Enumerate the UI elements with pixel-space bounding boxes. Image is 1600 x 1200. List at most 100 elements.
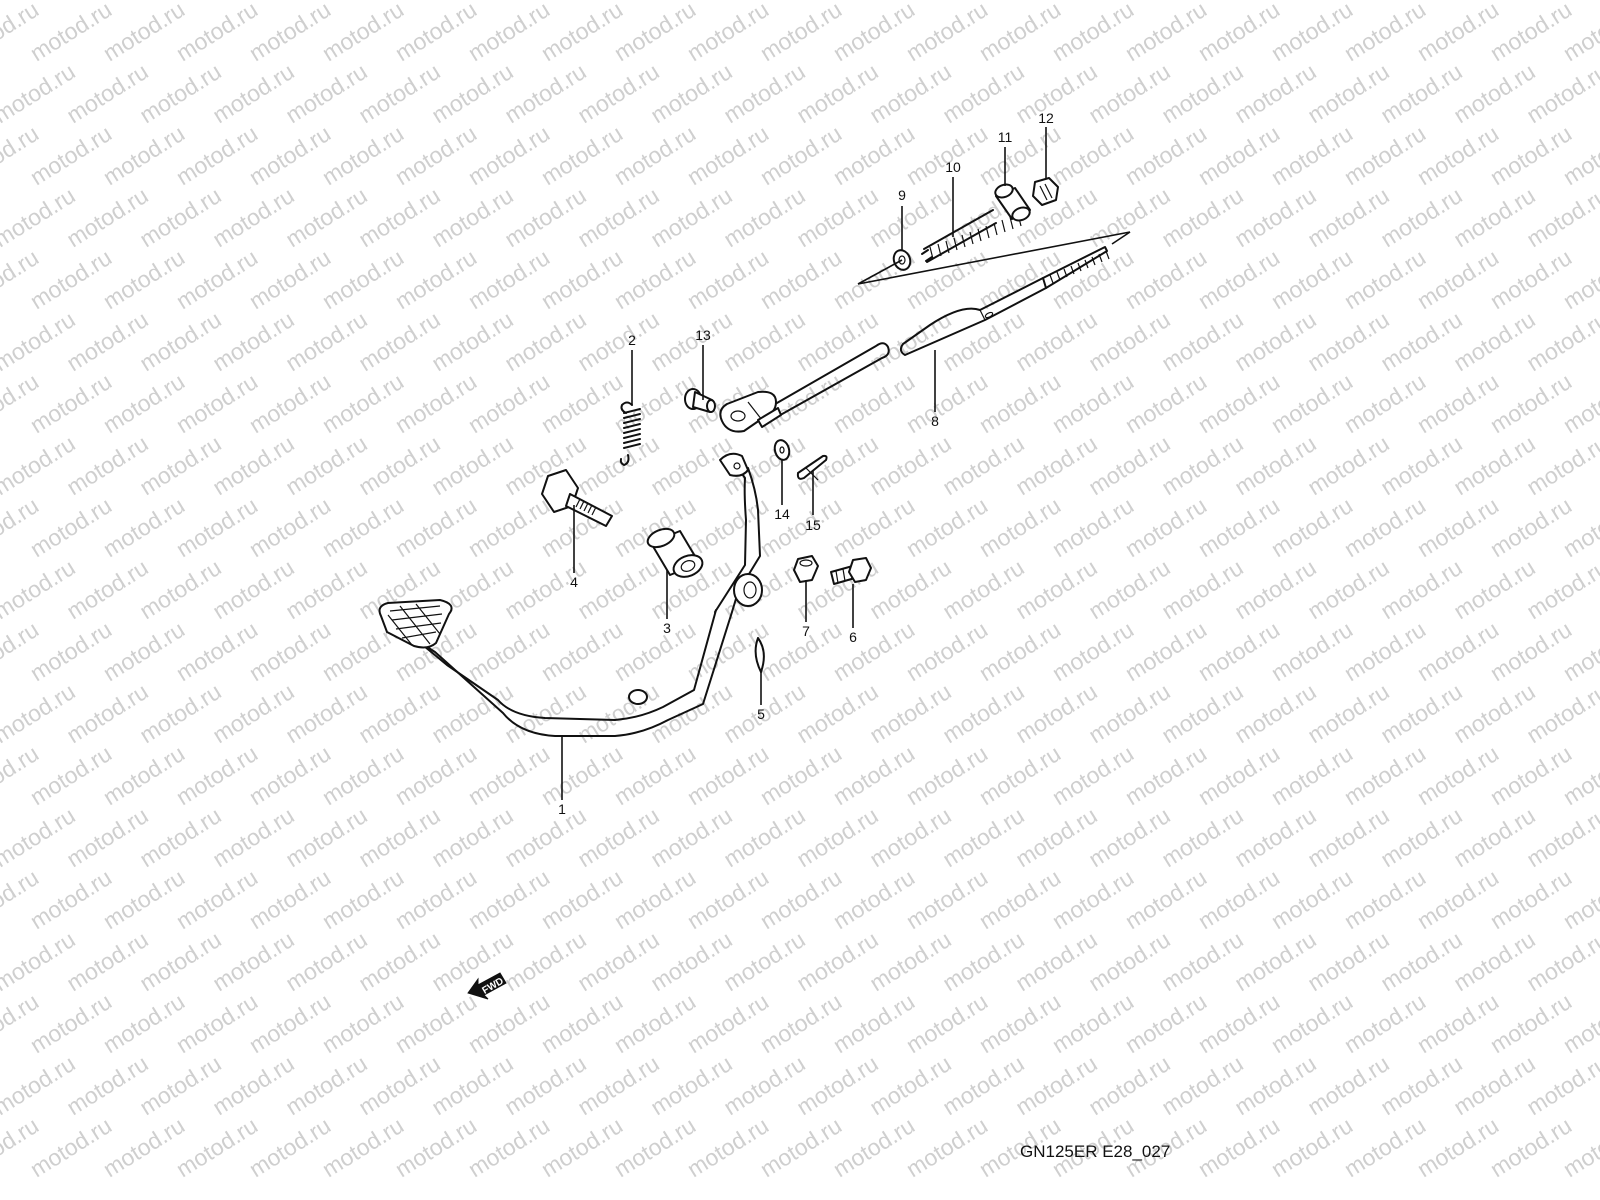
watermark-text: motod.ru: [865, 1050, 956, 1120]
watermark-text: motod.ru: [1266, 120, 1357, 190]
watermark-text: motod.ru: [281, 554, 372, 624]
callout-13[interactable]: 13: [695, 327, 711, 343]
watermark-text: motod.ru: [317, 368, 408, 438]
watermark-text: motod.ru: [1485, 740, 1576, 810]
watermark-text: motod.ru: [25, 0, 116, 66]
part-7-nut[interactable]: [793, 555, 819, 583]
watermark-text: motod.ru: [354, 182, 445, 252]
part-1-brake-pedal[interactable]: [378, 452, 763, 737]
watermark-text: motod.ru: [719, 1050, 810, 1120]
watermark-text: motod.ru: [1193, 120, 1284, 190]
watermark-text: motod.ru: [1084, 926, 1175, 996]
watermark-text: motod.ru: [573, 926, 664, 996]
watermark-text: motod.ru: [62, 678, 153, 748]
callout-1[interactable]: 1: [558, 801, 566, 817]
callout-7[interactable]: 7: [802, 623, 810, 639]
part-14-washer[interactable]: [773, 439, 792, 462]
callout-2[interactable]: 2: [628, 332, 636, 348]
watermark-text: motod.ru: [1266, 616, 1357, 686]
watermark-text: motod.ru: [1522, 554, 1600, 624]
watermark-text: motod.ru: [62, 430, 153, 500]
callout-6[interactable]: 6: [849, 629, 857, 645]
part-5-cotter-pin[interactable]: [754, 637, 765, 673]
watermark-text: motod.ru: [792, 182, 883, 252]
watermark-text: motod.ru: [1193, 492, 1284, 562]
watermark-text: motod.ru: [1485, 0, 1576, 66]
part-2-return-spring[interactable]: [619, 401, 641, 466]
callout-5[interactable]: 5: [757, 706, 765, 722]
watermark-text: motod.ru: [974, 988, 1065, 1058]
watermark-text: motod.ru: [98, 988, 189, 1058]
callout-15[interactable]: 15: [805, 517, 821, 533]
watermark-text: motod.ru: [463, 864, 554, 934]
watermark-text: motod.ru: [1157, 0, 1248, 4]
watermark-text: motod.ru: [171, 988, 262, 1058]
watermark-text: motod.ru: [1084, 802, 1175, 872]
watermark-text: motod.ru: [98, 864, 189, 934]
watermark-text: motod.ru: [1157, 182, 1248, 252]
part-4-pivot-bolt[interactable]: [541, 469, 613, 527]
part-12-adjuster-nut[interactable]: [1032, 177, 1059, 206]
watermark-text: motod.ru: [938, 678, 1029, 748]
watermark-text: motod.ru: [573, 802, 664, 872]
watermark-text: motod.ru: [536, 616, 627, 686]
watermark-text: motod.ru: [1449, 58, 1540, 128]
watermark-text: motod.ru: [646, 58, 737, 128]
watermark-text: motod.ru: [390, 988, 481, 1058]
watermark-text: motod.ru: [682, 864, 773, 934]
watermark-text: motod.ru: [1230, 802, 1321, 872]
watermark-text: motod.ru: [609, 740, 700, 810]
callout-11[interactable]: 11: [998, 129, 1013, 145]
callout-10[interactable]: 10: [945, 159, 961, 175]
watermark-text: motod.ru: [719, 182, 810, 252]
watermark-text: motod.ru: [646, 306, 737, 376]
watermark-text: motod.ru: [573, 182, 664, 252]
part-10-rod-spring[interactable]: [921, 209, 1022, 263]
watermark-text: motod.ru: [828, 1112, 919, 1182]
part-11-joint[interactable]: [993, 182, 1031, 222]
watermark-text: motod.ru: [98, 1112, 189, 1182]
part-3-bushing[interactable]: [645, 525, 706, 581]
part-13-pin[interactable]: [684, 388, 716, 413]
watermark-text: motod.ru: [244, 368, 335, 438]
callout-12[interactable]: 12: [1038, 110, 1054, 126]
watermark-text: motod.ru: [755, 244, 846, 314]
callout-4[interactable]: 4: [570, 574, 578, 590]
watermark-text: motod.ru: [828, 988, 919, 1058]
watermark-text: motod.ru: [1230, 1050, 1321, 1120]
watermark-text: motod.ru: [1412, 616, 1503, 686]
watermark-text: motod.ru: [25, 368, 116, 438]
watermark-text: motod.ru: [208, 554, 299, 624]
callout-9[interactable]: 9: [898, 187, 906, 203]
watermark-text: motod.ru: [901, 616, 992, 686]
watermark-text: motod.ru: [1449, 306, 1540, 376]
watermark-text: motod.ru: [354, 430, 445, 500]
callout-3[interactable]: 3: [663, 620, 671, 636]
watermark-text: motod.ru: [171, 616, 262, 686]
part-15-cotter-pin[interactable]: [796, 454, 828, 481]
watermark-text: motod.ru: [1230, 554, 1321, 624]
watermark-text: motod.ru: [1266, 864, 1357, 934]
part-8-brake-rod[interactable]: [719, 246, 1110, 433]
watermark-text: motod.ru: [865, 802, 956, 872]
watermark-text: motod.ru: [1339, 492, 1430, 562]
watermark-text: motod.ru: [1522, 182, 1600, 252]
watermark-text: motod.ru: [25, 740, 116, 810]
watermark-text: motod.ru: [1157, 430, 1248, 500]
callout-8[interactable]: 8: [931, 413, 939, 429]
watermark-text: motod.ru: [1412, 988, 1503, 1058]
watermark-text: motod.ru: [1157, 678, 1248, 748]
watermark-text: motod.ru: [25, 492, 116, 562]
watermark-text: motod.ru: [792, 926, 883, 996]
watermark-text: motod.ru: [1011, 554, 1102, 624]
watermark-text: motod.ru: [463, 616, 554, 686]
watermark-text: motod.ru: [244, 616, 335, 686]
callout-14[interactable]: 14: [774, 506, 790, 522]
watermark-text: motod.ru: [1230, 58, 1321, 128]
watermark-text: motod.ru: [1522, 802, 1600, 872]
watermark-text: motod.ru: [1193, 864, 1284, 934]
watermark-text: motod.ru: [646, 0, 737, 4]
part-6-bolt[interactable]: [830, 557, 872, 585]
watermark-text: motod.ru: [171, 492, 262, 562]
watermark-text: motod.ru: [62, 0, 153, 4]
